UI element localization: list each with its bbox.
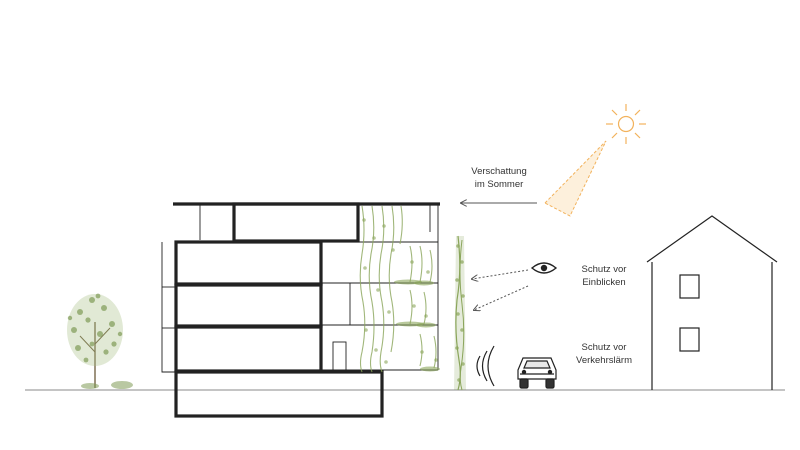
label-noise-line2: Verkehrslärm bbox=[576, 355, 632, 366]
sunlight-beam bbox=[544, 140, 607, 217]
facade-greenery bbox=[359, 205, 437, 373]
house-icon bbox=[646, 215, 778, 390]
label-noise-line1: Schutz vor bbox=[581, 342, 627, 353]
sun-icon bbox=[606, 104, 646, 144]
privacy-arrow-lower bbox=[474, 285, 529, 310]
sound-waves-icon bbox=[476, 345, 495, 387]
privacy-arrow-upper bbox=[472, 269, 529, 279]
label-shading-line2: im Sommer bbox=[474, 179, 524, 190]
label-privacy-line1: Schutz vor bbox=[581, 264, 627, 275]
car-icon bbox=[517, 357, 557, 389]
label-privacy: Schutz vor Einblicken bbox=[568, 263, 640, 289]
label-noise: Schutz vor Verkehrslärm bbox=[562, 341, 646, 367]
tree-icon bbox=[67, 293, 133, 389]
label-shading: Verschattung im Sommer bbox=[462, 165, 536, 191]
facade-leaves bbox=[362, 218, 440, 372]
label-shading-line1: Verschattung bbox=[471, 166, 527, 177]
eye-icon bbox=[530, 262, 558, 274]
green-screen-trellis bbox=[454, 235, 466, 391]
building-section bbox=[161, 202, 440, 418]
label-privacy-line2: Einblicken bbox=[582, 277, 626, 288]
